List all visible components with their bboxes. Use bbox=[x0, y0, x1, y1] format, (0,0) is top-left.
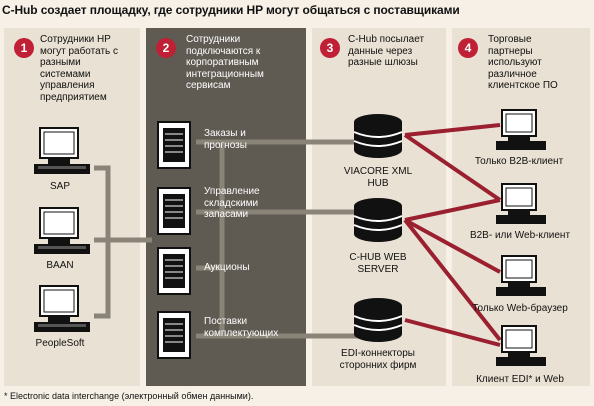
gateway-label-chub: C-HUB WEB SERVER bbox=[349, 252, 407, 275]
footnote: * Electronic data interchange (электронн… bbox=[4, 391, 254, 401]
gateway-client-lines bbox=[403, 123, 502, 347]
service-label-auctions: Аукционы bbox=[204, 262, 250, 273]
client-label-web-browser: Только Web-браузер bbox=[472, 303, 568, 314]
step-1-badge: 1 bbox=[14, 38, 34, 58]
client-computer-icon bbox=[496, 183, 546, 224]
client-label-edi-web: Клиент EDI* и Web bbox=[476, 374, 564, 385]
step-4-badge: 4 bbox=[458, 38, 478, 58]
diagram-title: C-Hub создает площадку, где сотрудники H… bbox=[2, 3, 460, 17]
service-label-orders: Заказы и прогнозы bbox=[204, 128, 247, 151]
step-1-text: Сотрудники HP могут работать с разными с… bbox=[40, 34, 119, 103]
erp-bus-line bbox=[94, 165, 111, 319]
step-2-badge: 2 bbox=[156, 38, 176, 58]
baan-computer-icon bbox=[34, 207, 90, 254]
erp-label-baan: BAAN bbox=[46, 260, 74, 271]
step-3-text: C-Hub посылает данные через разные шлюзы bbox=[348, 34, 425, 68]
client-label-b2b: Только B2B-клиент bbox=[474, 156, 564, 167]
step-4-text: Торговые партнеры используют различное к… bbox=[488, 34, 558, 91]
erp-label-peoplesoft: PeopleSoft bbox=[35, 338, 85, 349]
service-label-inventory: Управление складскими запасами bbox=[204, 186, 260, 220]
client-computer-icon bbox=[496, 255, 546, 296]
step-3-badge: 3 bbox=[320, 38, 340, 58]
peoplesoft-computer-icon bbox=[34, 285, 90, 332]
client-computer-icon bbox=[496, 109, 546, 150]
database-icon bbox=[353, 298, 403, 342]
services-to-gateways-line bbox=[196, 139, 362, 339]
service-label-supply: Поставки комплектующих bbox=[204, 316, 279, 339]
database-icon bbox=[353, 198, 403, 242]
server-icon bbox=[157, 247, 191, 295]
step-2-text: Сотрудники подключаются к корпоративным … bbox=[186, 34, 264, 91]
server-icon bbox=[157, 187, 191, 235]
client-computer-icon bbox=[496, 325, 546, 366]
gateway-label-edi: EDI-коннекторы сторонних фирм bbox=[339, 348, 417, 371]
database-icon bbox=[353, 114, 403, 158]
gateway-label-viacore: VIACORE XML HUB bbox=[343, 166, 413, 189]
server-icon bbox=[157, 311, 191, 359]
sap-computer-icon bbox=[34, 127, 90, 174]
server-icon bbox=[157, 121, 191, 169]
erp-label-sap: SAP bbox=[49, 181, 70, 192]
client-label-b2b-or-web: B2B- или Web-клиент bbox=[469, 230, 571, 241]
